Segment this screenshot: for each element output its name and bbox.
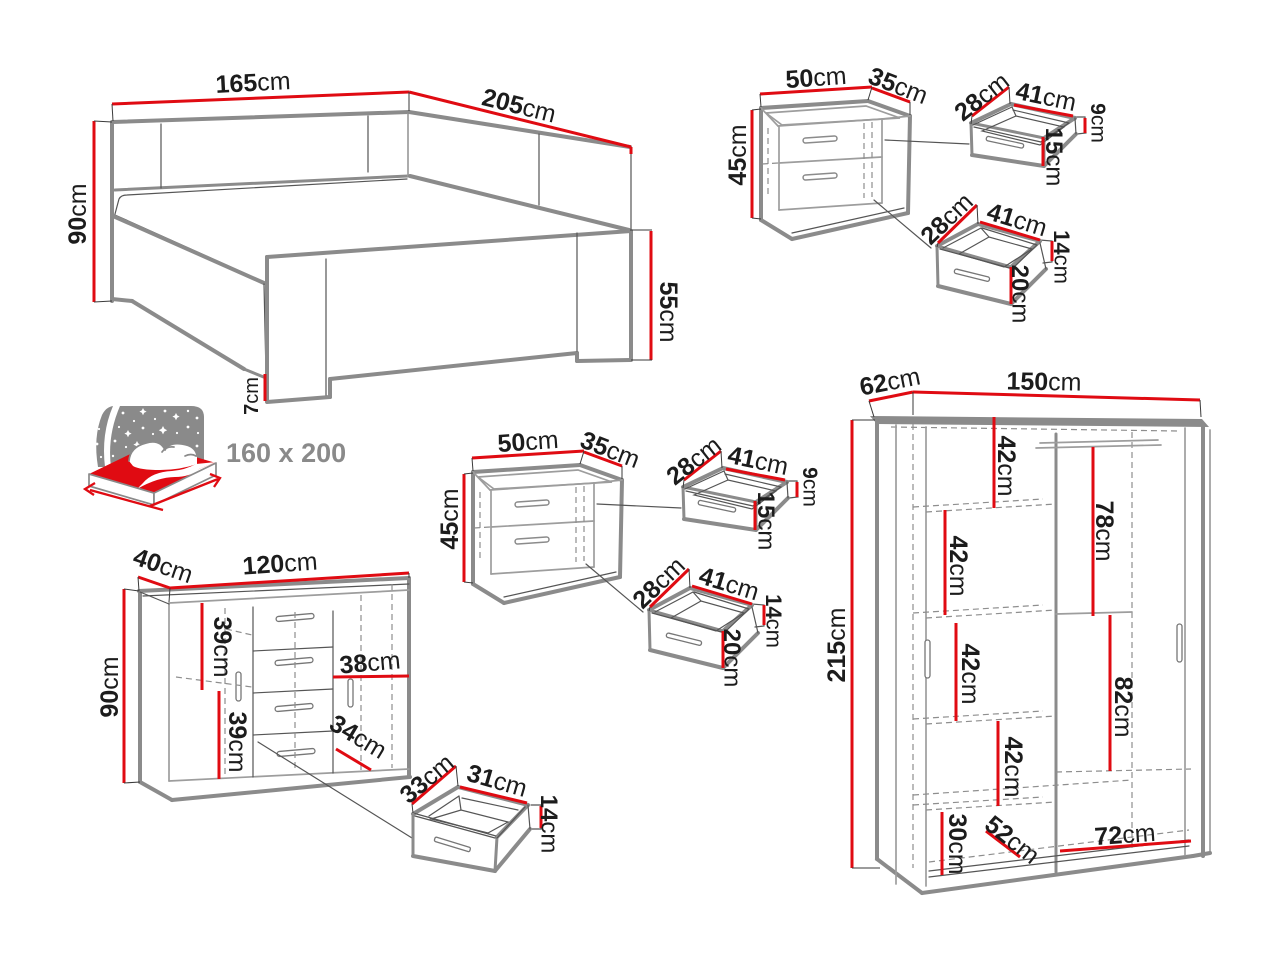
svg-text:160 x 200: 160 x 200 <box>226 438 346 468</box>
svg-text:90cm: 90cm <box>64 183 92 244</box>
svg-text:38cm: 38cm <box>338 646 401 679</box>
svg-text:15cm: 15cm <box>753 492 780 551</box>
svg-text:50cm: 50cm <box>497 426 560 458</box>
svg-text:120cm: 120cm <box>242 547 319 580</box>
svg-text:42cm: 42cm <box>992 435 1020 496</box>
svg-text:150cm: 150cm <box>1006 367 1082 396</box>
svg-text:20cm: 20cm <box>719 629 746 688</box>
svg-text:215cm: 215cm <box>823 607 851 682</box>
svg-text:78cm: 78cm <box>1090 500 1118 561</box>
svg-text:7cm: 7cm <box>241 377 263 415</box>
svg-text:14cm: 14cm <box>762 594 787 648</box>
svg-text:42cm: 42cm <box>956 643 984 704</box>
svg-text:55cm: 55cm <box>654 281 682 342</box>
svg-text:9cm: 9cm <box>799 467 822 507</box>
svg-text:82cm: 82cm <box>1109 676 1137 737</box>
svg-text:14cm: 14cm <box>536 795 563 854</box>
svg-text:30cm: 30cm <box>943 813 971 874</box>
svg-text:45cm: 45cm <box>436 488 464 549</box>
svg-text:42cm: 42cm <box>944 535 972 596</box>
svg-text:165cm: 165cm <box>215 67 291 99</box>
svg-text:39cm: 39cm <box>208 616 236 677</box>
svg-text:90cm: 90cm <box>96 656 124 717</box>
svg-text:72cm: 72cm <box>1094 819 1157 851</box>
svg-text:39cm: 39cm <box>223 711 251 772</box>
svg-text:42cm: 42cm <box>999 736 1027 797</box>
